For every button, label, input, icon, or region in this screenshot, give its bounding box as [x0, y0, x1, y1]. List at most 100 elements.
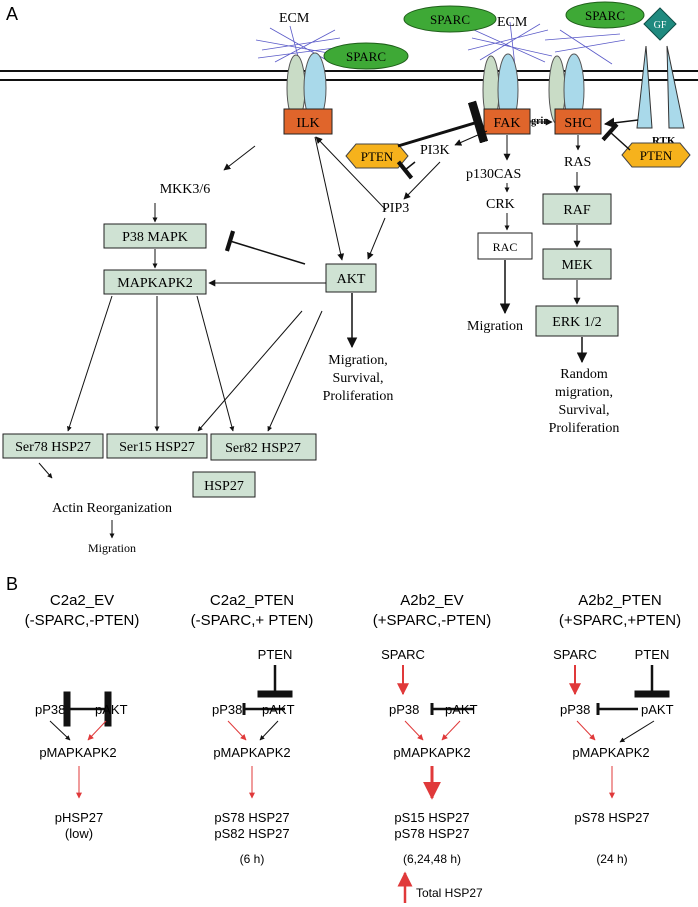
- ilk-box: [283, 108, 333, 135]
- hsp27-label: HSP27: [204, 479, 244, 494]
- gf-diamond: [643, 7, 677, 41]
- col3-out2: pS78 HSP27: [394, 826, 469, 841]
- col3-mk2: pMAPKAPK2: [393, 745, 470, 760]
- ecm-label-left: ECM: [279, 11, 310, 26]
- sparc-ellipse-left: [323, 42, 409, 70]
- erk-outcome-line2: migration,: [555, 385, 613, 400]
- col4-sparc: SPARC: [553, 647, 597, 662]
- p130cas-label: p130CAS: [466, 167, 521, 182]
- col4-mk2: pMAPKAPK2: [572, 745, 649, 760]
- ras-label: RAS: [564, 155, 591, 170]
- erk-outcome-line3: Survival,: [559, 403, 610, 418]
- pten-label-left: PTEN: [361, 149, 394, 164]
- crk-label: CRK: [486, 197, 515, 212]
- fak-label: FAK: [494, 116, 521, 131]
- col4-out1: pS78 HSP27: [574, 810, 649, 825]
- raf-label: RAF: [563, 203, 590, 218]
- erk-outcome-line4: Proliferation: [549, 421, 620, 436]
- column-a2b2-ev: A2b2_EV (+SPARC,-PTEN) SPARC pP38 pAKT p…: [373, 592, 491, 903]
- p38-label: P38 MAPK: [122, 230, 188, 245]
- col1-out1: pHSP27: [55, 810, 103, 825]
- mapkapk2-box: [103, 269, 207, 295]
- p38-box: [103, 223, 207, 249]
- col2-out2: pS82 HSP27: [214, 826, 289, 841]
- col3-time: (6,24,48 h): [403, 852, 461, 866]
- akt-outcome-line3: Proliferation: [323, 389, 394, 404]
- sparc-label-right: SPARC: [585, 8, 625, 23]
- col4-pten: PTEN: [635, 647, 670, 662]
- pten-hex-right: [621, 142, 691, 168]
- pten-label-right: PTEN: [640, 148, 673, 163]
- col4-title: A2b2_PTEN: [578, 592, 661, 609]
- col1-mk2: pMAPKAPK2: [39, 745, 116, 760]
- akt-outcome-line1: Migration,: [328, 353, 388, 368]
- column-c2a2-ev: C2a2_EV (-SPARC,-PTEN) pP38 pAKT pMAPKAP…: [25, 592, 140, 841]
- col2-mk2: pMAPKAPK2: [213, 745, 290, 760]
- sparc-label-mid: SPARC: [430, 12, 470, 27]
- fak-box: [483, 108, 531, 135]
- hsp27-box: [192, 471, 256, 498]
- mek-label: MEK: [561, 258, 592, 273]
- akt-box: [325, 263, 377, 293]
- col1-title: C2a2_EV: [50, 592, 114, 609]
- mek-box: [542, 248, 612, 280]
- rtk-receptor: [636, 45, 685, 129]
- akt-outcome-line2: Survival,: [333, 371, 384, 386]
- ecm-fibers-left: [255, 25, 351, 65]
- gf-label: GF: [654, 20, 667, 31]
- col4-p38: pP38: [560, 702, 590, 717]
- rac-box: [477, 232, 533, 260]
- col3-akt: pAKT: [445, 702, 478, 717]
- col1-p38: pP38: [35, 702, 65, 717]
- col4-akt: pAKT: [641, 702, 674, 717]
- ser15-label: Ser15 HSP27: [119, 440, 195, 455]
- ser78-label: Ser78 HSP27: [15, 440, 91, 455]
- col4-time: (24 h): [596, 852, 627, 866]
- column-a2b2-pten: A2b2_PTEN (+SPARC,+PTEN) SPARC PTEN pP38…: [553, 592, 681, 866]
- ilk-label: ILK: [296, 116, 319, 131]
- col3-subtitle: (+SPARC,-PTEN): [373, 612, 491, 629]
- col2-out1: pS78 HSP27: [214, 810, 289, 825]
- col4-subtitle: (+SPARC,+PTEN): [559, 612, 681, 629]
- ecm-label-right: ECM: [497, 15, 528, 30]
- column-c2a2-pten: C2a2_PTEN (-SPARC,+ PTEN) PTEN pP38 pAKT…: [191, 592, 314, 866]
- shc-box: [554, 108, 602, 135]
- mapkapk2-label: MAPKAPK2: [117, 276, 192, 291]
- pi3k-label: PI3K: [420, 143, 450, 158]
- erk-label: ERK 1/2: [552, 315, 601, 330]
- col3-sparc: SPARC: [381, 647, 425, 662]
- col2-pten: PTEN: [258, 647, 293, 662]
- col3-out1: pS15 HSP27: [394, 810, 469, 825]
- actin-label: Actin Reorganization: [52, 501, 172, 516]
- col2-p38: pP38: [212, 702, 242, 717]
- panel-a-label: A: [6, 4, 18, 24]
- akt-label: AKT: [337, 272, 366, 287]
- ecm-fibers-right: [467, 21, 626, 67]
- erk-outcome-line1: Random: [560, 367, 608, 382]
- sparc-ellipse-right: [565, 1, 645, 29]
- raf-box: [542, 193, 612, 225]
- col2-subtitle: (-SPARC,+ PTEN): [191, 612, 314, 629]
- pten-hex-left: [345, 143, 409, 169]
- actin-migration-label: Migration: [88, 541, 136, 555]
- panel-a-arrows: [38, 100, 639, 539]
- ser15-box: [106, 433, 208, 459]
- shc-label: SHC: [564, 116, 591, 131]
- rac-label: RAC: [493, 240, 518, 254]
- col3-p38: pP38: [389, 702, 419, 717]
- col2-akt: pAKT: [262, 702, 295, 717]
- cell-membrane: [0, 70, 698, 81]
- col1-akt: pAKT: [95, 702, 128, 717]
- sparc-label-left: SPARC: [346, 49, 386, 64]
- ser82-box: [210, 433, 317, 461]
- panel-b-label: B: [6, 574, 18, 594]
- erk-box: [535, 305, 619, 337]
- sparc-ellipse-mid: [403, 5, 497, 33]
- col2-title: C2a2_PTEN: [210, 592, 294, 609]
- mkk-label: MKK3/6: [160, 182, 211, 197]
- integrin-ilk: [286, 52, 327, 124]
- col2-time: (6 h): [240, 852, 265, 866]
- col3-total: Total HSP27: [416, 886, 483, 900]
- ser82-label: Ser82 HSP27: [225, 441, 301, 456]
